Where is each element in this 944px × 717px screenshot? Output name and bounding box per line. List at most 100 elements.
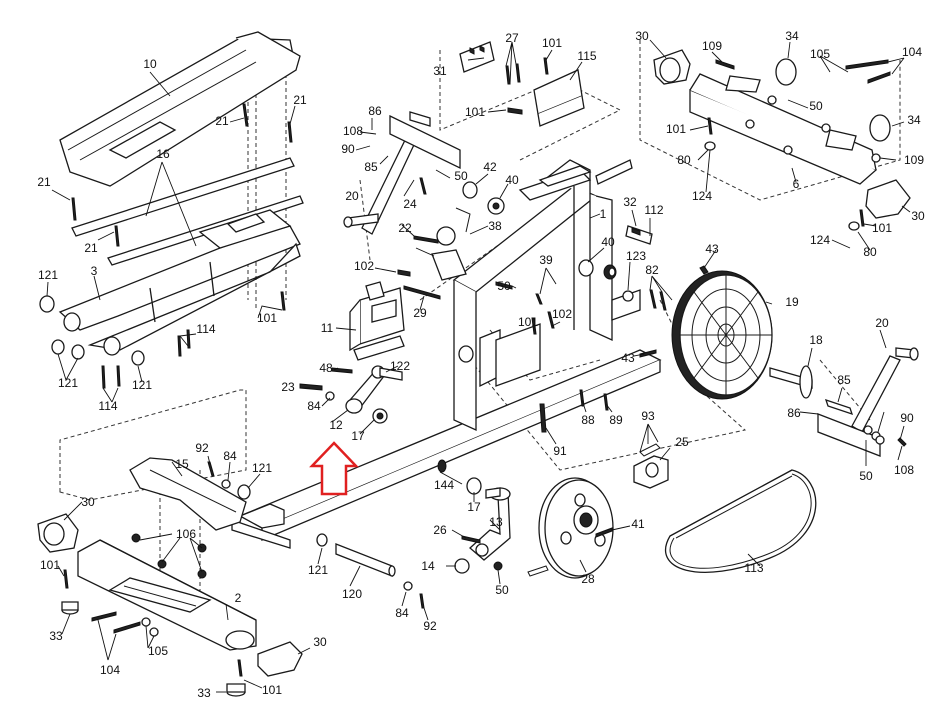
callout-121: 121 [252, 461, 272, 475]
callout-121: 121 [132, 378, 152, 392]
callout-50: 50 [809, 99, 823, 113]
callout-6: 6 [793, 177, 800, 191]
callout-28: 28 [581, 572, 595, 586]
callout-114: 114 [98, 399, 117, 413]
sensor-bracket [459, 41, 585, 127]
leader-lines [46, 39, 911, 693]
right-crank-arm [817, 347, 919, 457]
callout-105: 105 [148, 644, 168, 658]
console-fasteners [39, 103, 293, 389]
callout-80: 80 [863, 245, 877, 259]
drive-belt [664, 469, 817, 573]
bearing-housing [633, 443, 669, 489]
callout-22: 22 [398, 221, 412, 235]
red-up-arrow-icon [309, 441, 359, 496]
callout-144: 144 [434, 478, 454, 492]
callout-124: 124 [810, 233, 830, 247]
callout-84: 84 [223, 449, 237, 463]
callout-12: 12 [329, 418, 343, 432]
callout-101: 101 [262, 683, 282, 697]
callout-24: 24 [403, 197, 417, 211]
callout-101: 101 [872, 221, 892, 235]
callout-80: 80 [677, 153, 691, 167]
stabilizer-end-caps [37, 513, 303, 677]
callout-13: 13 [489, 515, 503, 529]
callout-124: 124 [692, 189, 712, 203]
callout-102: 102 [354, 259, 374, 273]
callout-15: 15 [175, 457, 189, 471]
callout-33: 33 [197, 686, 211, 700]
front-stabilizer [77, 539, 257, 651]
callout-50: 50 [454, 169, 468, 183]
callout-19: 19 [785, 295, 799, 309]
callout-38: 38 [488, 219, 502, 233]
callout-29: 29 [413, 306, 427, 320]
upper-beam-caps [653, 49, 911, 231]
leveling-feet [61, 601, 246, 697]
callout-85: 85 [837, 373, 851, 387]
callout-20: 20 [875, 316, 889, 330]
callout-82: 82 [645, 263, 659, 277]
callout-34: 34 [785, 29, 799, 43]
callout-121: 121 [308, 563, 328, 577]
callout-50: 50 [859, 469, 873, 483]
callout-91: 91 [553, 444, 567, 458]
callout-113: 113 [744, 561, 763, 575]
callout-30: 30 [81, 495, 95, 509]
callout-109: 109 [702, 39, 722, 53]
callout-21: 21 [84, 241, 98, 255]
idler-bracket [345, 365, 403, 424]
callout-11: 11 [321, 321, 334, 335]
callout-108: 108 [894, 463, 914, 477]
callout-31: 31 [433, 64, 447, 78]
callout-101: 101 [257, 311, 277, 325]
callout-1: 1 [600, 207, 607, 221]
callout-85: 85 [364, 160, 378, 174]
callout-17: 17 [467, 500, 481, 514]
callout-26: 26 [433, 523, 447, 537]
callout-90: 90 [900, 411, 914, 425]
callout-2: 2 [235, 591, 242, 605]
callout-50: 50 [497, 279, 511, 293]
callout-18: 18 [809, 333, 823, 347]
callout-34: 34 [907, 113, 921, 127]
callout-17: 17 [351, 429, 365, 443]
callout-108: 108 [343, 124, 363, 138]
callout-122: 122 [390, 359, 410, 373]
upper-pulley-parts [413, 177, 634, 302]
callout-92: 92 [195, 441, 209, 455]
pedal-cover [129, 457, 247, 531]
pedal-axle [316, 533, 425, 609]
fan-axle [769, 365, 813, 399]
callout-42: 42 [483, 160, 497, 174]
callout-104: 104 [100, 663, 120, 677]
callout-120: 120 [342, 587, 362, 601]
callout-93: 93 [641, 409, 655, 423]
left-crank-arm [343, 111, 461, 235]
motor-fasteners [299, 269, 441, 401]
callout-33: 33 [49, 629, 63, 643]
callout-109: 109 [904, 153, 924, 167]
callout-14: 14 [421, 559, 435, 573]
callout-30: 30 [313, 635, 327, 649]
callout-89: 89 [609, 413, 623, 427]
callout-10: 10 [143, 57, 157, 71]
callout-41: 41 [631, 517, 645, 531]
fan-wheel [671, 270, 773, 400]
callout-115: 115 [577, 49, 596, 63]
callout-104: 104 [902, 45, 922, 59]
callout-114: 114 [196, 322, 215, 336]
console-housing [59, 31, 301, 187]
callout-121: 121 [38, 268, 58, 282]
callout-101: 101 [518, 315, 538, 329]
callout-48: 48 [319, 361, 333, 375]
callout-21: 21 [215, 114, 229, 128]
callout-84: 84 [395, 606, 409, 620]
callout-30: 30 [635, 29, 649, 43]
callout-84: 84 [307, 399, 321, 413]
callout-86: 86 [787, 406, 801, 420]
callout-101: 101 [666, 122, 686, 136]
console-base-frame [58, 209, 301, 356]
